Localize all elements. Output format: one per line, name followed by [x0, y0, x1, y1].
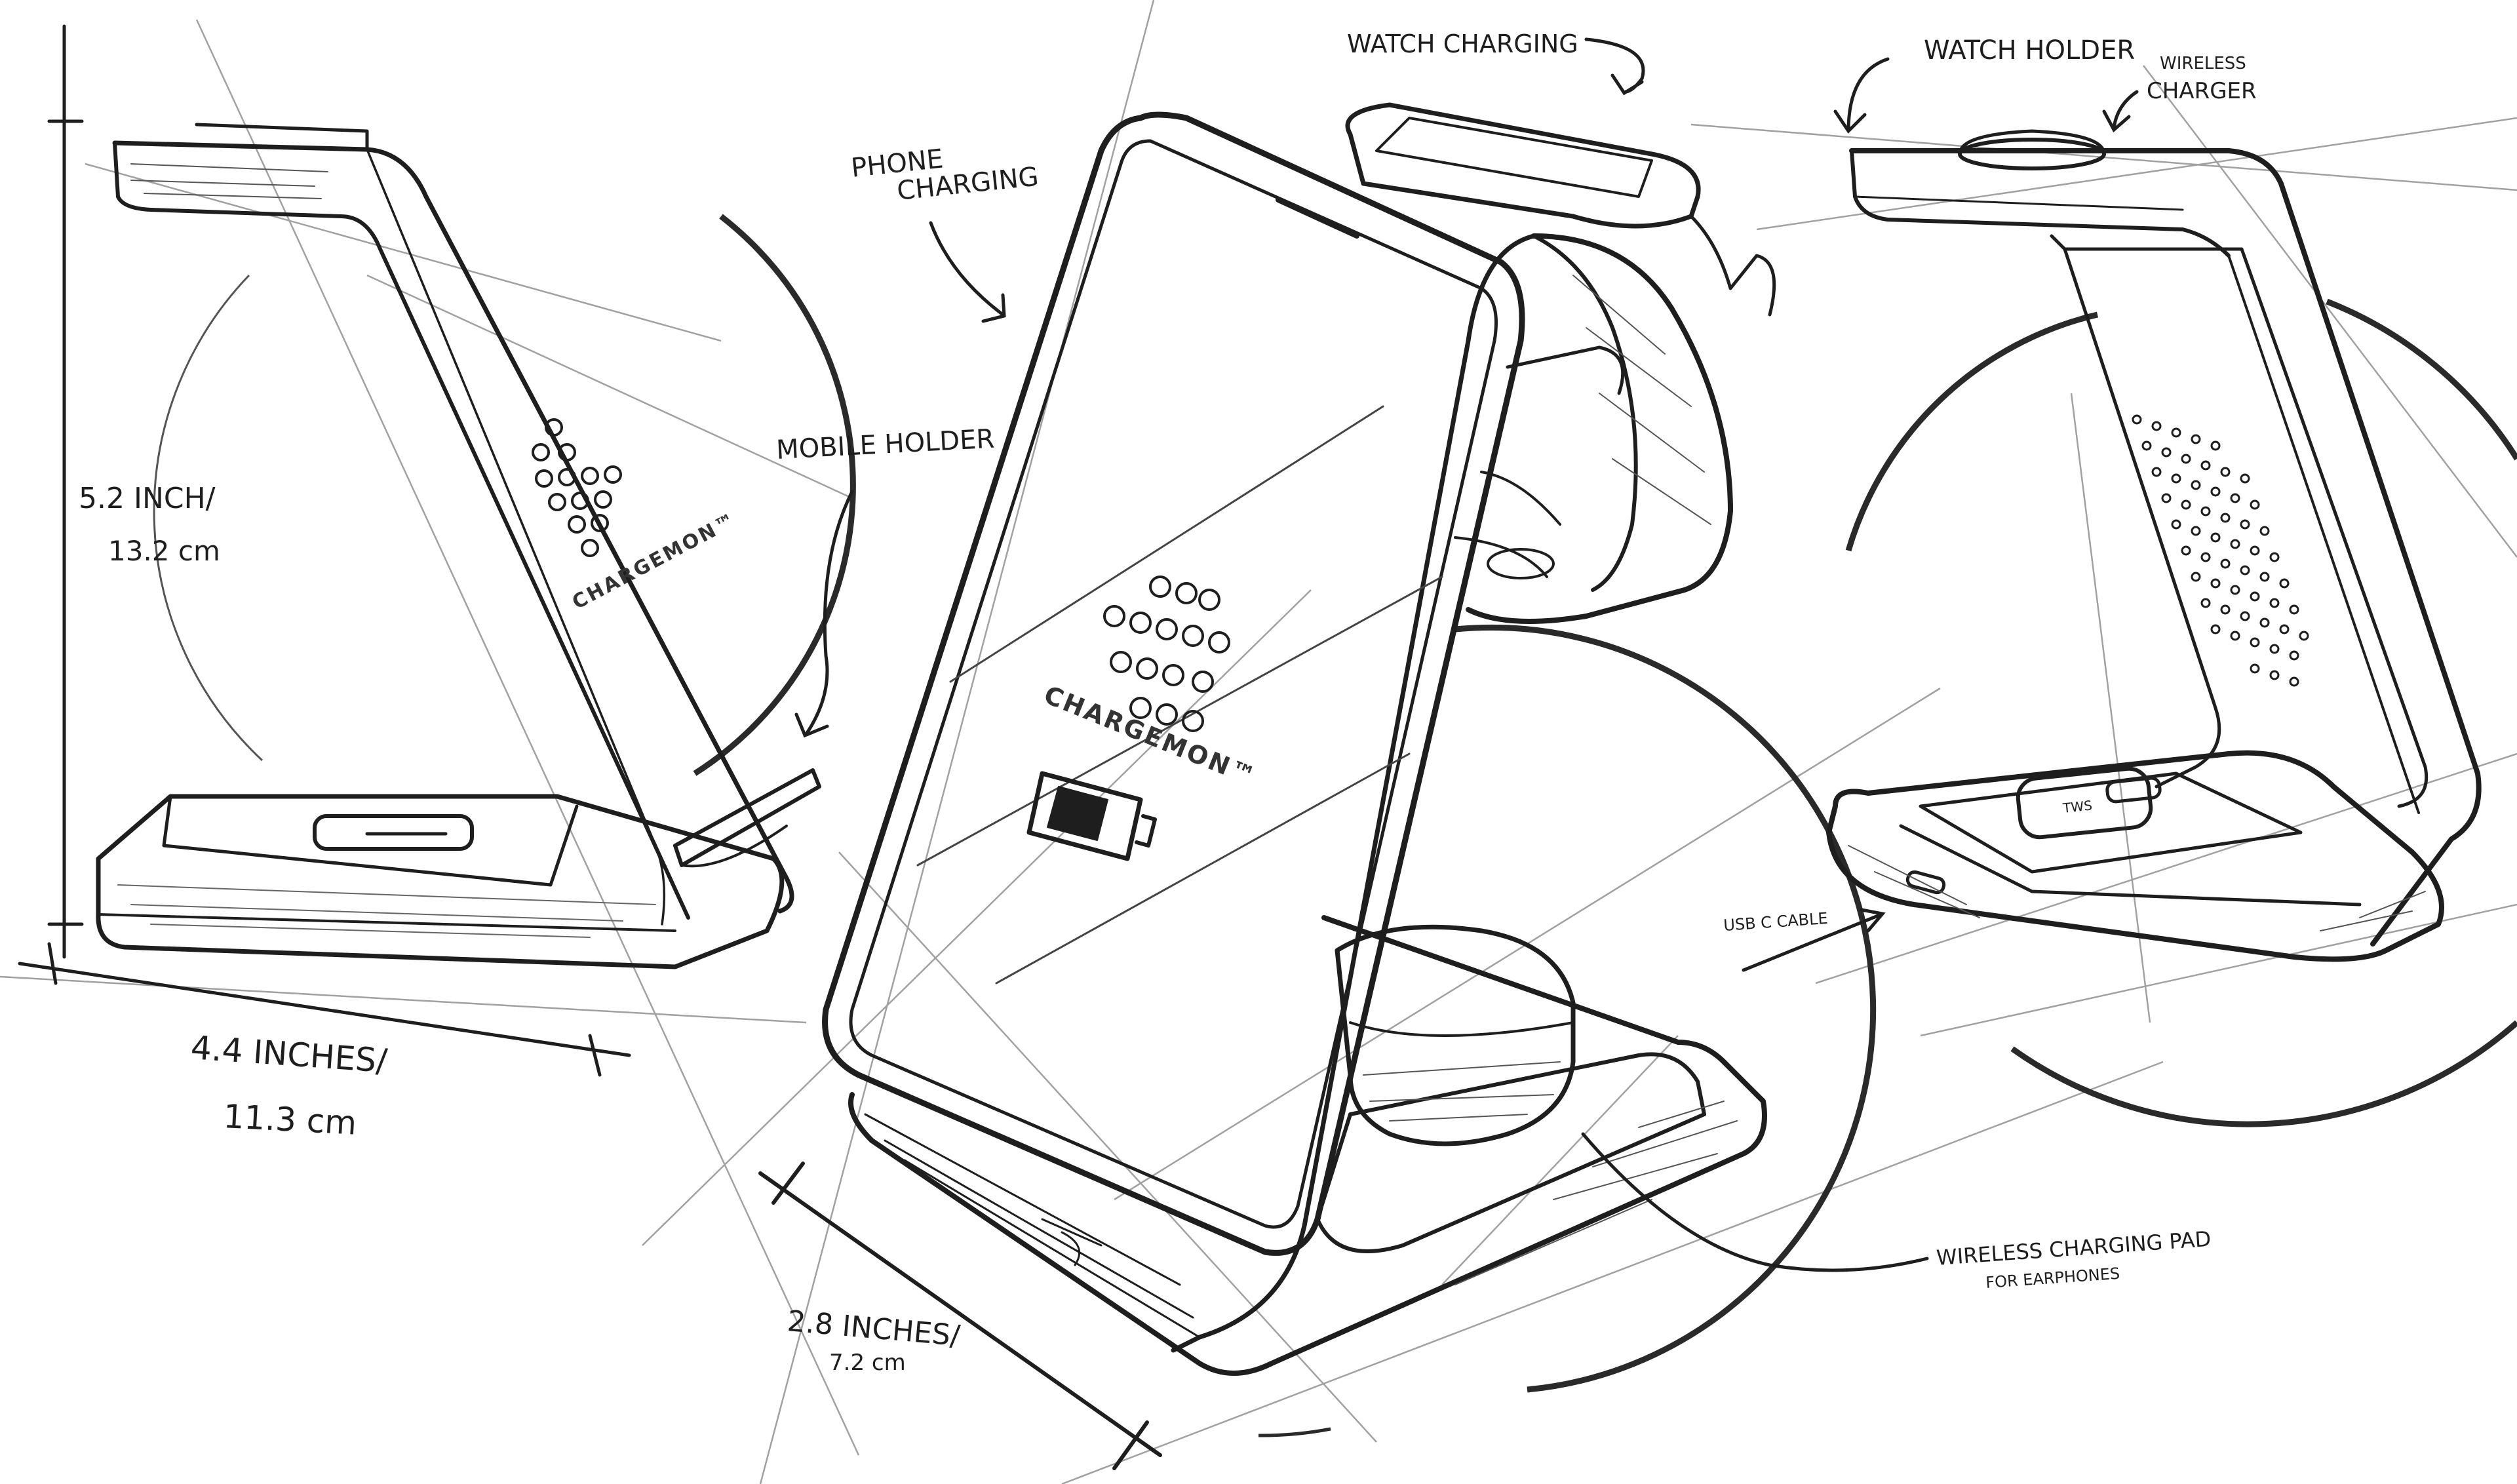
- usb-cable-arrow: [1742, 908, 1886, 972]
- width-dimension-metric-label: 11.3 cm: [222, 1097, 357, 1142]
- watch-holder-arrow: [1833, 57, 1890, 134]
- mobile-holder-arrow: [794, 490, 854, 738]
- wireless-pad-arrow: [1581, 1132, 1929, 1272]
- dimension-lines-left: [18, 24, 631, 1077]
- wireless-charger-arrow: [2102, 90, 2139, 132]
- battery-icon: [1026, 771, 1157, 861]
- wireless-pad-label: WIRELESS CHARGING PAD: [1936, 1226, 2212, 1270]
- watch-charging-arrow: [1584, 37, 1645, 96]
- left-brand-label: CHARGEMON™: [568, 508, 741, 614]
- height-dimension-label: 5.2 INCH/: [79, 482, 216, 515]
- height-dimension-metric-label: 13.2 cm: [108, 535, 220, 567]
- wireless-charger-label-line1: WIRELESS: [2160, 54, 2246, 73]
- wireless-pad-sublabel: FOR EARPHONES: [1985, 1264, 2120, 1292]
- mobile-holder-label: MOBILE HOLDER: [775, 424, 995, 465]
- width-dimension-label: 4.4 INCHES/: [189, 1028, 389, 1080]
- phone-charging-arrow: [929, 221, 1006, 323]
- watch-charging-label: WATCH CHARGING: [1347, 29, 1578, 58]
- left-stand-view: [96, 123, 821, 969]
- depth-dimension-label: 2.8 INCHES/: [786, 1304, 962, 1353]
- dimension-lines-center: [758, 1162, 1162, 1470]
- background-circles: [153, 214, 2517, 1437]
- right-stand-view: [1826, 129, 2482, 962]
- center-stand-view: [822, 102, 1776, 1376]
- usb-cable-label: USB C CABLE: [1723, 909, 1828, 935]
- center-brand-label: CHARGEMON™: [1040, 680, 1261, 792]
- depth-dimension-metric-label: 7.2 cm: [829, 1350, 906, 1376]
- watch-holder-label: WATCH HOLDER: [1924, 35, 2135, 66]
- wireless-charger-label-line2: CHARGER: [2147, 78, 2257, 104]
- tws-pad-label: TWS: [2061, 797, 2093, 816]
